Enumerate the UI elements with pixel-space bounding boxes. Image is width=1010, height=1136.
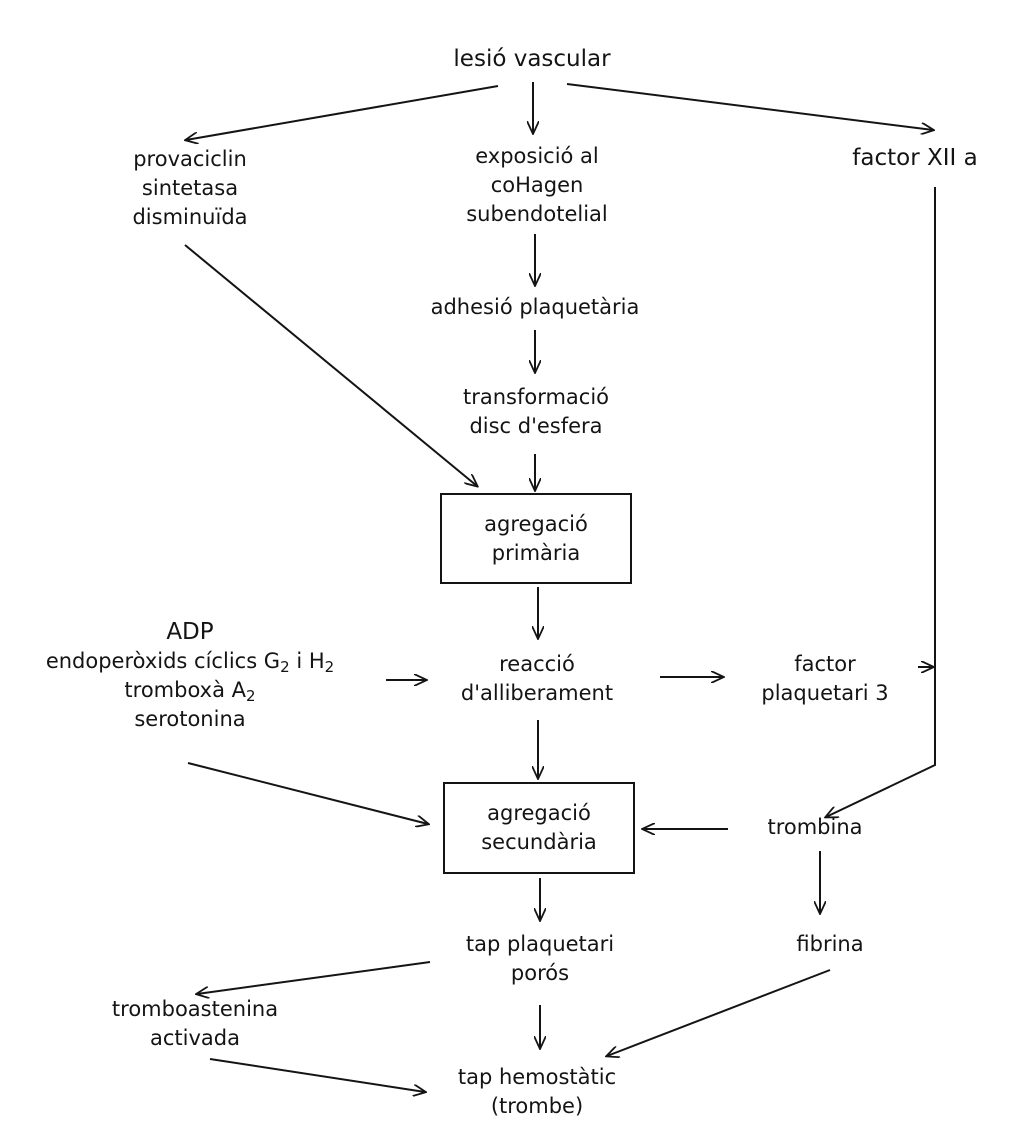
node-tap-plaquetari-poros: tap plaquetari porós [465,932,615,985]
node-factor-xii-a: factor XII a [852,145,978,171]
arrow-adp-to-agr2 [187,762,428,824]
tromboxa-line: tromboxà A2 [124,678,256,705]
node-tap-hemostatic: tap hemostàtic (trombe) [457,1065,617,1118]
node-adhesio-plaquetaria: adhesió plaquetària [430,295,640,319]
box-agregacio-secundaria: agregació secundària [443,782,635,874]
arrow-lesio-to-factor12 [566,83,933,130]
endoperoxids-line: endoperòxids cíclics G2 i H2 [45,649,335,676]
node-exposicio-collagen: exposició al coHagen subendotelial [466,144,608,226]
box-agregacio-primaria: agregació primària [440,493,632,584]
node-lesio-vascular: lesió vascular [453,46,611,72]
node-reaccio-alliberament: reacció d'alliberament [460,652,614,705]
arrow-prova-to-agr1 [184,244,477,486]
arrow-factor12-to-trombina [826,187,936,817]
node-trombina: trombina [767,815,863,839]
arrow-trombo-act-to-hemo [209,1058,425,1092]
node-provaciclin: provaciclin sintetasa disminuïda [132,147,248,229]
node-fibrina: fibrina [796,932,864,956]
arrow-fibrina-to-hemo [607,969,831,1056]
arrow-lesio-to-prova [186,85,499,140]
node-adp-list: ADP endoperòxids cíclics G2 i H2 trombox… [10,618,370,734]
node-tromboastenina-activada: tromboastenina activada [111,997,279,1050]
arrow-tapplaq-to-trombo-act [197,961,431,994]
node-transformacio: transformació disc d'esfera [462,385,610,438]
node-factor-plaquetari-3: factor plaquetari 3 [761,652,889,705]
